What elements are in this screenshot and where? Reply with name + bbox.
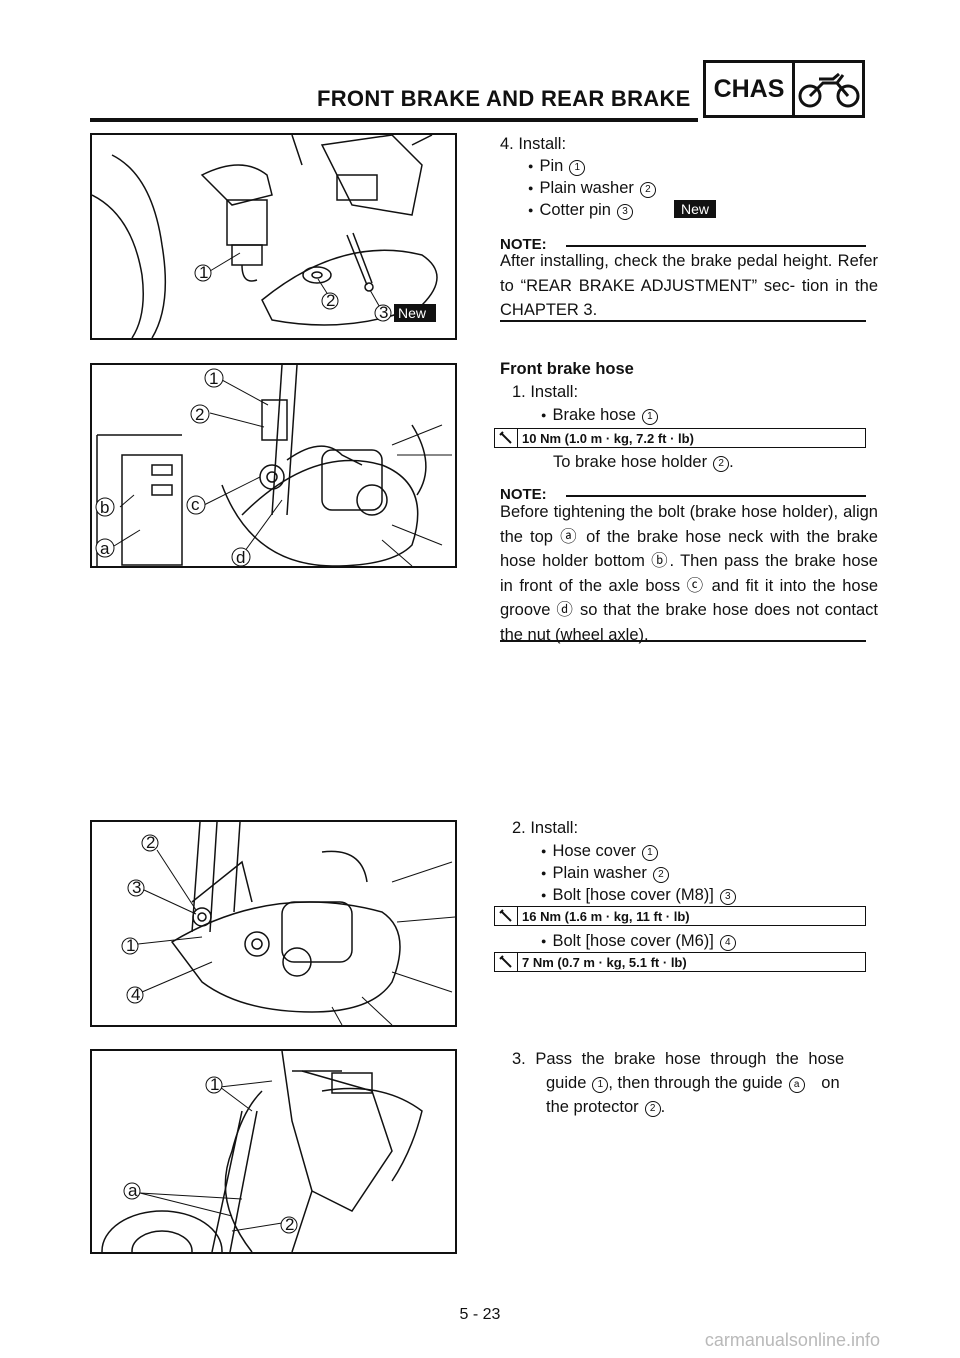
to-holder-label: To brake hose holder (553, 453, 708, 471)
step-3-line-3: the protector 2. (546, 1096, 665, 1118)
list-item: Bolt [hose cover (M8)] 3 (541, 884, 736, 908)
fig4-callout-1: 1 (210, 1075, 219, 1094)
figure-hose-guide-routing: 1 a 2 (90, 1049, 457, 1254)
note-label: NOTE: (500, 236, 547, 253)
fig2-callout-2: 2 (195, 405, 204, 424)
fig1-callout-3: 3 (379, 303, 388, 322)
fig3-callout-3: 3 (132, 878, 141, 897)
fig2-callout-b: b (100, 498, 109, 517)
figure-brake-hose-routing: 1 2 c b a d (90, 363, 457, 568)
note-rule-top (566, 495, 866, 497)
step-3-text: the protector (546, 1098, 639, 1116)
ref-marker: 1 (569, 160, 586, 176)
note-rule-bottom (500, 640, 866, 642)
torque-spec: 10 Nm (1.0 m · kg, 7.2 ft · lb) (494, 428, 866, 448)
list-item: Plain washer 2 (541, 862, 669, 886)
figure-hose-cover-install: 2 3 1 4 (90, 820, 457, 1027)
item-label: Bolt [hose cover (M6)] (552, 932, 714, 950)
torque-spec: 7 Nm (0.7 m · kg, 5.1 ft · lb) (494, 952, 866, 972)
fig2-callout-c: c (191, 495, 200, 514)
step-1: 1. Install: (512, 383, 579, 401)
list-item: Hose cover 1 (541, 840, 658, 864)
step-3-text: . (660, 1098, 666, 1116)
ref-marker: 2 (639, 182, 656, 198)
fig1-new-tag (394, 304, 436, 322)
fig3-callout-1: 1 (126, 936, 135, 955)
list-item: Cotter pin 3 (528, 199, 633, 223)
step-3-text: guide (546, 1074, 587, 1092)
item-label: Brake hose (552, 406, 636, 424)
ref-marker: 2 (644, 1101, 661, 1117)
item-label: Plain washer (539, 179, 634, 197)
fig3-callout-4: 4 (131, 985, 140, 1004)
watermark: carmanualsonline.info (704, 1330, 880, 1350)
note-rule-top (566, 245, 866, 247)
step-4: 4. Install: (500, 135, 567, 153)
fig2-callout-d: d (236, 548, 245, 566)
torque-value: 7 Nm (0.7 m · kg, 5.1 ft · lb) (522, 955, 687, 970)
step-3-text: , then through the guide (608, 1074, 783, 1092)
torque-wrench-icon (495, 953, 518, 971)
ref-marker: 3 (719, 889, 736, 905)
fig4-callout-a: a (128, 1181, 138, 1200)
step-3-text: on (821, 1074, 840, 1092)
note-rule-bottom (500, 320, 866, 322)
motorcycle-icon (795, 63, 862, 115)
item-label: Cotter pin (539, 201, 611, 219)
fig3-callout-2: 2 (146, 833, 155, 852)
torque-wrench-icon (495, 429, 518, 447)
torque-spec: 16 Nm (1.6 m · kg, 11 ft · lb) (494, 906, 866, 926)
chapter-badge: CHAS (703, 60, 865, 118)
list-item: Pin 1 (528, 155, 586, 179)
fig2-callout-1: 1 (209, 369, 218, 388)
ref-marker: 3 (616, 204, 633, 220)
step-2: 2. Install: (512, 819, 579, 837)
ref-marker: 1 (641, 845, 658, 861)
ref-marker: 2 (652, 867, 669, 883)
torque-value: 10 Nm (1.0 m · kg, 7.2 ft · lb) (522, 431, 694, 446)
step-3-line-2: guide 1, then through the guide a on (546, 1072, 840, 1094)
chapter-badge-label: CHAS (706, 63, 795, 115)
fig1-callout-2: 2 (326, 291, 335, 310)
note-text: After installing, check the brake pedal … (500, 252, 878, 319)
section-heading: Front brake hose (500, 360, 634, 378)
ref-marker: 4 (719, 935, 736, 951)
item-label: Bolt [hose cover (M8)] (552, 886, 714, 904)
ref-marker: 1 (641, 409, 658, 425)
ref-marker: 2 (713, 456, 730, 472)
step-3-line-1: 3. Pass the brake hose through the hose (512, 1050, 845, 1068)
fig1-callout-1: 1 (199, 263, 208, 282)
item-label: Pin (539, 157, 564, 175)
new-part-tag: New (674, 200, 717, 218)
item-label: Plain washer (552, 864, 647, 882)
page-title: FRONT BRAKE AND REAR BRAKE (317, 86, 691, 111)
torque-wrench-icon (495, 907, 518, 925)
page-number: 5 - 23 (459, 1306, 501, 1323)
ref-marker: a (788, 1077, 805, 1093)
fig4-callout-2: 2 (285, 1215, 294, 1234)
list-item: Bolt [hose cover (M6)] 4 (541, 930, 736, 954)
fig1-new-tag-label: New (398, 305, 427, 321)
note-text: Before tightening the bolt (brake hose h… (500, 503, 878, 644)
title-underline (90, 118, 698, 122)
ref-marker: 1 (592, 1077, 609, 1093)
list-item: Brake hose 1 (541, 404, 658, 428)
item-label: Hose cover (552, 842, 636, 860)
list-item: Plain washer 2 (528, 177, 656, 201)
figure-cotter-pin-install: 1 2 3 New (90, 133, 457, 340)
fig2-callout-a: a (100, 539, 110, 558)
torque-value: 16 Nm (1.6 m · kg, 11 ft · lb) (522, 909, 690, 924)
note-label: NOTE: (500, 486, 547, 503)
